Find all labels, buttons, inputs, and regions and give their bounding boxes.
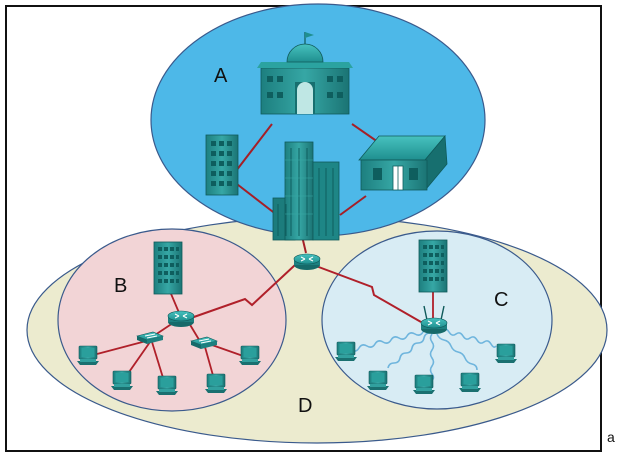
campus-links (232, 123, 379, 254)
wan-links (190, 264, 422, 323)
wireless-links (350, 328, 497, 381)
pc-icon (204, 373, 228, 394)
core-router-icon (293, 253, 321, 271)
zone-d-label: D (298, 395, 312, 417)
router-b-icon (167, 310, 195, 328)
tower-building-icon (272, 141, 340, 241)
pc-icon (76, 345, 100, 366)
pc-icon (334, 341, 358, 362)
pc-icon (155, 375, 179, 396)
zone-c-label: C (494, 289, 508, 311)
trailing-text: a (607, 429, 615, 445)
pc-icon (238, 345, 262, 366)
pc-icon (458, 372, 482, 393)
server-c-icon (418, 239, 448, 293)
pc-icon (366, 370, 390, 391)
server-b-icon (153, 241, 183, 295)
office-building-icon (205, 134, 239, 196)
zone-a-label: A (214, 65, 228, 87)
wireless-router-icon (420, 305, 448, 335)
house-icon (358, 134, 448, 191)
pc-icon (110, 370, 134, 391)
domed-building-icon (257, 32, 353, 115)
zone-b-label: B (114, 275, 127, 297)
pc-icon (412, 374, 436, 395)
pc-icon (494, 343, 518, 364)
